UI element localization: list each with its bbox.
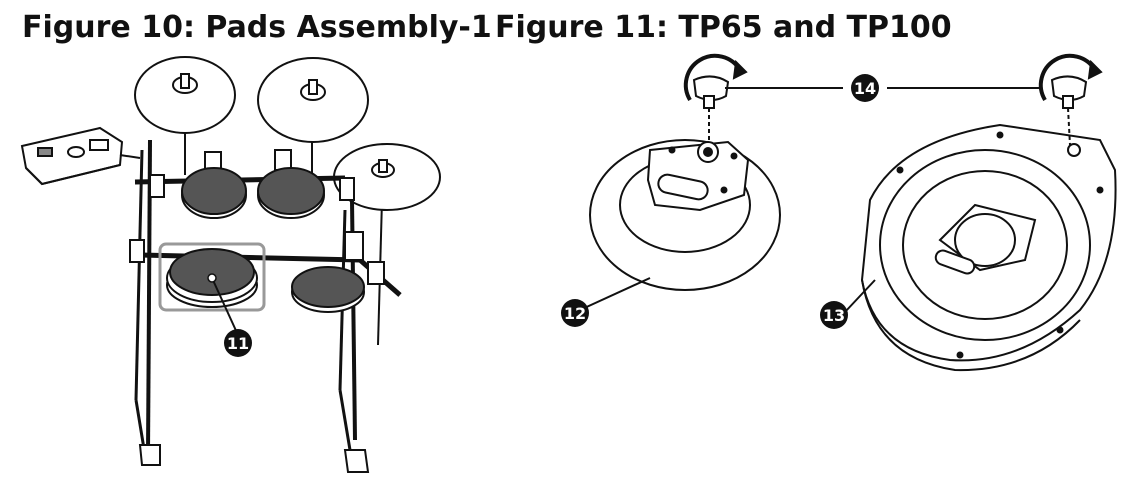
cymbal-right: [333, 143, 441, 211]
wing-nut-tp100: [1038, 53, 1103, 146]
callout-12-label: 12: [564, 304, 586, 323]
tp65-pad-illustration: [589, 139, 781, 291]
figure-10-title: Figure 10: Pads Assembly-1: [22, 10, 492, 45]
tp100-pad-illustration: [860, 123, 1117, 372]
callout-13-badge: [820, 301, 848, 329]
drum-module: [20, 126, 141, 186]
callout-13-leader: [844, 279, 876, 313]
cymbal-center: [257, 57, 369, 143]
callout-11-badge: [224, 329, 252, 357]
callout-13-label: 13: [823, 306, 845, 325]
callout-12-leader: [579, 277, 651, 311]
callout-11-leader: [211, 277, 239, 336]
callout-11-label: 11: [227, 334, 249, 353]
callout-12-badge: [561, 299, 589, 327]
snare-highlight-box: [158, 242, 266, 312]
callout-14-label: 14: [854, 79, 876, 98]
tom-pad-right: [257, 167, 325, 219]
floor-tom-pad: [291, 266, 365, 313]
drum-kit-illustration: [20, 56, 441, 473]
tom-pad-left: [181, 167, 247, 219]
snare-pad: [166, 248, 258, 308]
cymbal-left: [134, 56, 236, 134]
wing-nut-tp65: [683, 53, 748, 140]
callout-14-badge: [851, 74, 879, 102]
figure-11-title: Figure 11: TP65 and TP100: [495, 10, 952, 45]
